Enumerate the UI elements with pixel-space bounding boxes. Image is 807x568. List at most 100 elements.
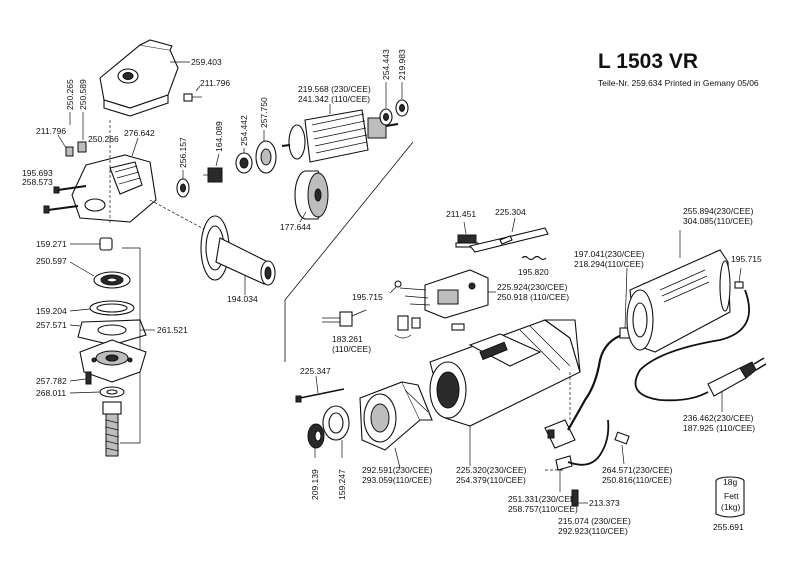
label-250918: 250.918 (110/CEE) <box>497 292 569 302</box>
label-219983: 219.983 <box>397 49 407 80</box>
label-159247: 159.247 <box>337 469 347 500</box>
label-187925: 187.925 (110/CEE) <box>683 423 755 433</box>
screw-258573 <box>43 205 79 214</box>
label-304085: 304.085(110/CEE) <box>683 216 753 226</box>
label-209139: 209.139 <box>310 469 320 500</box>
grease-bulk: (1kg) <box>721 502 741 512</box>
label-194034: 194.034 <box>227 294 258 304</box>
field-coil <box>359 381 433 451</box>
label-255691: 255.691 <box>713 522 744 532</box>
switch-rod-225304 <box>469 227 549 253</box>
power-cord <box>634 289 767 402</box>
label-276642: 276.642 <box>124 128 155 138</box>
bearing-flange <box>79 339 147 383</box>
label-250265: 250.265 <box>65 79 75 110</box>
washer-268011 <box>99 386 125 398</box>
label-258757: 258.757(110/CEE) <box>508 504 578 514</box>
label-236462: 236.462(230/CEE) <box>683 413 754 423</box>
label-250816: 250.816(110/CEE) <box>602 475 672 485</box>
screw-195715-a <box>394 280 402 288</box>
part-number-subtitle: Teile-Nr. 259.634 Printed in Gemany 05/0… <box>598 78 759 88</box>
screw-195693 <box>53 185 87 194</box>
label-225304: 225.304 <box>495 207 526 217</box>
switch-251331 <box>544 419 576 471</box>
pinion-164089 <box>203 167 223 183</box>
sleeve-159271 <box>99 237 113 251</box>
screw-225347 <box>295 388 345 403</box>
bearing-250597 <box>93 271 131 289</box>
label-225320: 225.320(230/CEE) <box>456 465 527 475</box>
seal-209139 <box>307 423 325 449</box>
model-title: L 1503 VR <box>598 50 699 73</box>
label-159204: 159.204 <box>36 306 67 316</box>
label-257750: 257.750 <box>259 97 269 128</box>
spindle <box>102 401 122 457</box>
label-258573: 258.573 <box>22 177 53 187</box>
bearing-254443 <box>379 108 393 126</box>
label-177644: 177.644 <box>280 222 311 232</box>
label-250589: 250.589 <box>78 79 88 110</box>
washer-256157 <box>176 178 190 198</box>
grease-name: Fett <box>724 491 739 501</box>
label-195693: 195.693 <box>22 168 53 178</box>
label-225924: 225.924(230/CEE) <box>497 282 568 292</box>
label-268011: 268.011 <box>36 388 66 398</box>
screw-257782 <box>85 371 92 385</box>
label-218294: 218.294(110/CEE) <box>574 259 644 269</box>
screw-211796-top <box>183 93 202 102</box>
label-256157: 256.157 <box>178 137 188 168</box>
label-195715-b: 195.715 <box>731 254 762 264</box>
label-250597: 250.597 <box>36 256 67 266</box>
label-259403: 259.403 <box>191 57 222 67</box>
label-254442: 254.442 <box>239 115 249 146</box>
ring-159247 <box>322 405 350 441</box>
capacitor-183261 <box>322 309 367 327</box>
rear-cap <box>626 249 731 353</box>
gear-cover-top <box>99 39 179 117</box>
flange-257571 <box>77 319 147 346</box>
label-254443: 254.443 <box>381 49 391 80</box>
grease-tin <box>715 476 745 518</box>
side-handle <box>200 215 276 286</box>
label-250266: 250.266 <box>88 134 119 144</box>
label-251331: 251.331(230/CEE) <box>508 494 579 504</box>
gear-177644 <box>294 170 329 220</box>
label-254379: 254.379(110/CEE) <box>456 475 526 485</box>
label-211796-top: 211.796 <box>200 78 230 88</box>
brush-holders <box>394 315 465 339</box>
brush-264571 <box>614 431 630 445</box>
label-261521: 261.521 <box>157 325 188 335</box>
spring-250266 <box>65 141 87 157</box>
flange-257750 <box>255 140 277 174</box>
label-257782: 257.782 <box>36 376 67 386</box>
label-197041: 197.041(230/CEE) <box>574 249 645 259</box>
gear-housing <box>71 154 157 223</box>
label-292591: 292.591(230/CEE) <box>362 465 433 475</box>
electronics-225924 <box>399 269 489 319</box>
label-195715-a: 195.715 <box>352 292 383 302</box>
bearing-219983 <box>395 99 409 117</box>
label-195820: 195.820 <box>518 267 549 277</box>
ring-159204 <box>89 300 135 316</box>
label-215074: 215.074 (230/CEE) <box>558 516 631 526</box>
label-241342: 241.342 (110/CEE) <box>298 94 370 104</box>
label-219568: 219.568 (230/CEE) <box>298 84 371 94</box>
label-264571: 264.571(230/CEE) <box>602 465 673 475</box>
label-292923: 292.923(110/CEE) <box>558 526 628 536</box>
motor-housing <box>429 319 581 427</box>
spring-195820 <box>521 255 547 261</box>
label-164089: 164.089 <box>214 121 224 152</box>
label-213373: 213.373 <box>589 498 620 508</box>
label-211451: 211.451 <box>446 209 476 219</box>
label-183261-volt: (110/CEE) <box>332 344 371 354</box>
label-255894: 255.894(230/CEE) <box>683 206 754 216</box>
label-225347: 225.347 <box>300 366 331 376</box>
label-211796-left: 211.796 <box>36 126 66 136</box>
label-293059: 293.059(110/CEE) <box>362 475 432 485</box>
label-183261: 183.261 <box>332 334 363 344</box>
label-159271: 159.271 <box>36 239 67 249</box>
grease-weight: 18g <box>723 477 737 487</box>
bearing-254442 <box>235 152 253 174</box>
